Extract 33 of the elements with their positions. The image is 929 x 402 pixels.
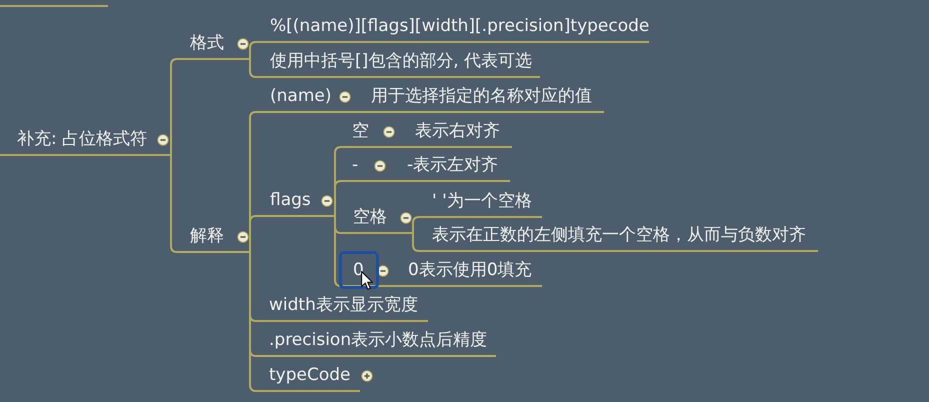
connector xyxy=(390,180,394,182)
topic-text: 格式 xyxy=(190,33,224,53)
connector xyxy=(398,146,402,148)
connector xyxy=(334,215,342,287)
connector xyxy=(355,111,359,113)
topic-text: .precision表示小数点后精度 xyxy=(269,330,488,350)
topic-text: typeCode xyxy=(269,365,350,385)
topic-text: 0 xyxy=(353,260,364,280)
topic-text: width表示显示宽度 xyxy=(269,295,418,315)
connector xyxy=(249,111,257,253)
topic-text: 空格 xyxy=(353,207,387,227)
topic-text: -表示左对齐 xyxy=(407,155,498,175)
connector xyxy=(412,233,420,252)
topic-text: ' '为一个空格 xyxy=(432,191,532,211)
connector xyxy=(249,41,256,59)
topic-text: - xyxy=(352,155,358,175)
topic-text: 解释 xyxy=(190,226,224,246)
connector xyxy=(170,155,178,253)
connector xyxy=(412,216,420,233)
connector xyxy=(392,285,396,287)
topic-text: 空 xyxy=(352,121,369,141)
topic-text: flags xyxy=(270,190,311,210)
connector xyxy=(334,146,342,217)
connector xyxy=(249,59,256,78)
connector xyxy=(249,251,257,392)
topic-text: 使用中括号[]包含的部分, 代表可选 xyxy=(270,51,532,71)
topic-text: (name) xyxy=(270,86,332,106)
topic-text: %[(name)][flags][width][.precision]typecode xyxy=(270,16,650,36)
topic-text: 表示右对齐 xyxy=(415,121,500,141)
topic-text: 表示在正数的左侧填充一个空格，从而与负数对齐 xyxy=(432,225,806,245)
topic-text: 用于选择指定的名称对应的值 xyxy=(371,86,592,106)
topic-text: 补充: 占位格式符 xyxy=(17,129,148,149)
topic-text: 0表示使用0填充 xyxy=(408,260,532,280)
